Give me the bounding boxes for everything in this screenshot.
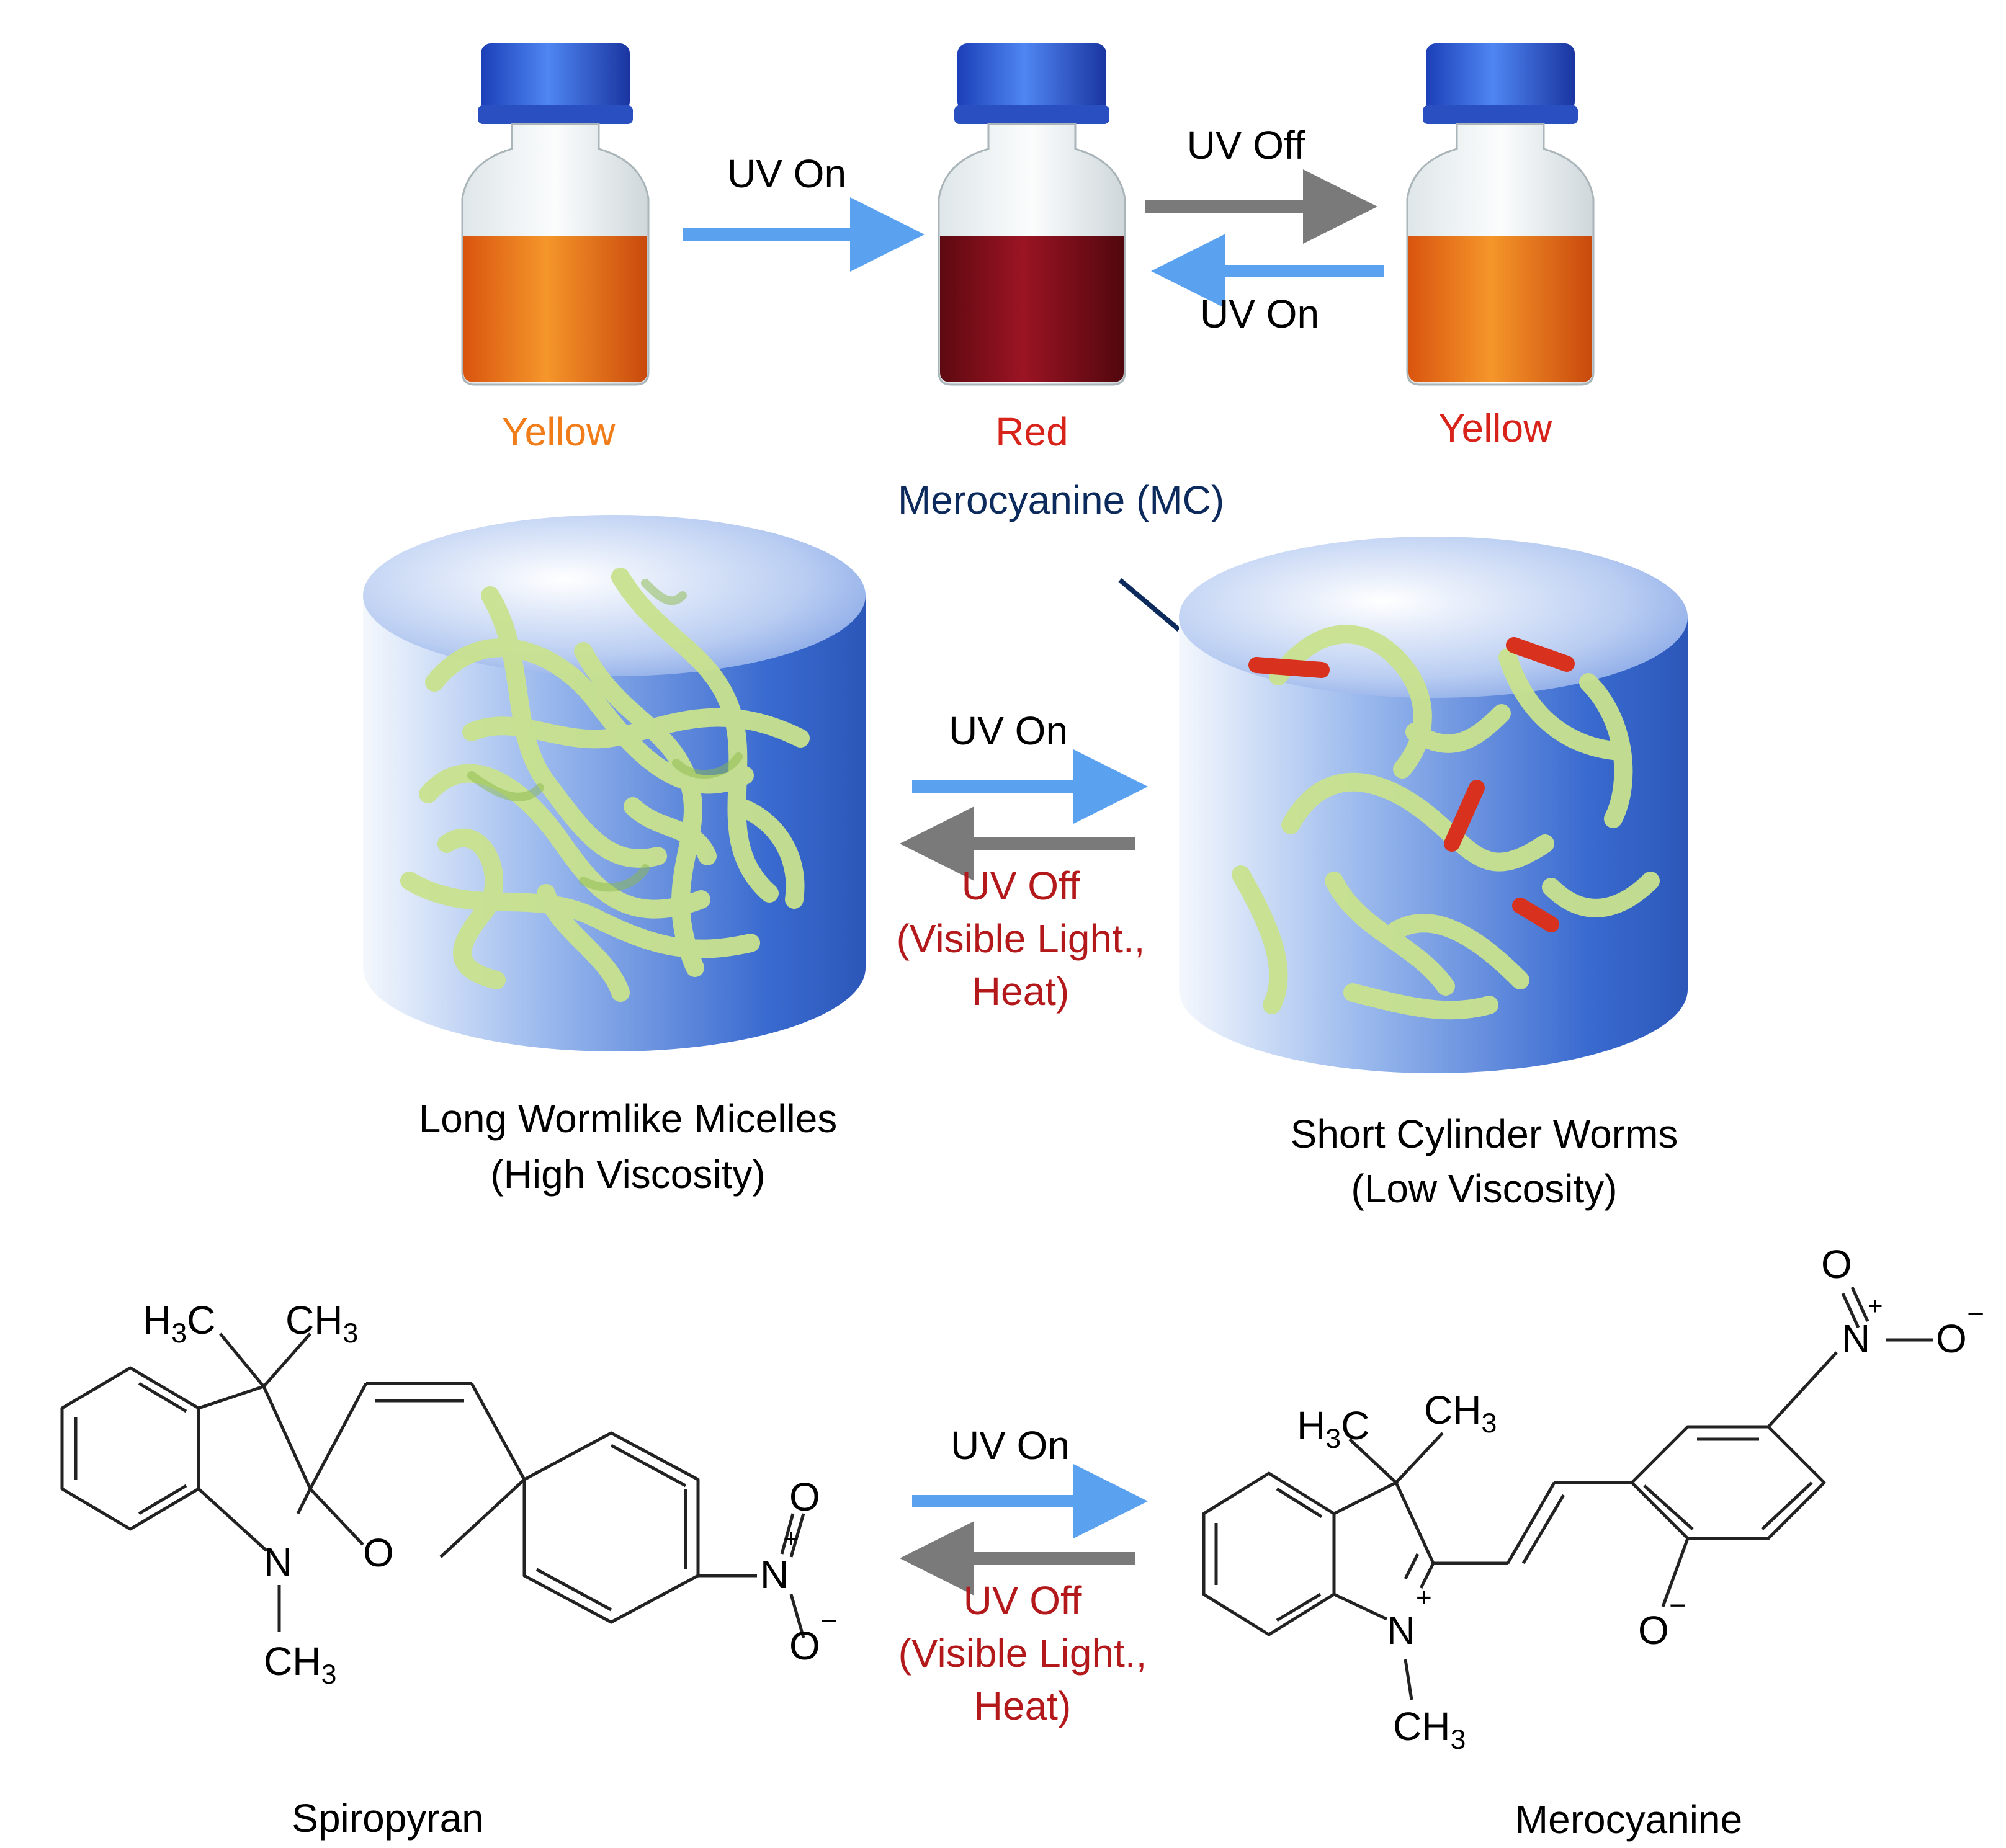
mc-rods bbox=[1248, 637, 1575, 932]
sp-ring-oxygen: O bbox=[363, 1530, 394, 1575]
label-merocyanine-mc: Merocyanine (MC) bbox=[897, 478, 1225, 522]
mc-n-methyl: CH3 bbox=[1393, 1704, 1466, 1755]
sp-methyl-left: H3C bbox=[143, 1298, 216, 1349]
vial-yellow-left bbox=[461, 43, 650, 386]
mc-methyl-right: CH3 bbox=[1424, 1388, 1497, 1439]
vial-cap bbox=[1426, 43, 1575, 112]
caption-short-cylinder-worms: Short Cylinder Worms bbox=[1290, 1112, 1678, 1156]
label-middle-heat: Heat) bbox=[972, 969, 1070, 1014]
label-middle-uv-on: UV On bbox=[948, 708, 1068, 753]
mc-n-atom: N bbox=[1387, 1608, 1416, 1653]
vial-red-middle bbox=[938, 43, 1126, 386]
mc-nitro-o-right: O bbox=[1936, 1316, 1967, 1361]
sp-nitro-minus: − bbox=[820, 1605, 838, 1638]
caption-long-wormlike-micelles: Long Wormlike Micelles bbox=[418, 1096, 838, 1141]
vial-cap bbox=[481, 43, 630, 112]
cylinder-left bbox=[363, 515, 866, 1051]
label-merocyanine: Merocyanine bbox=[1515, 1797, 1743, 1842]
sp-nitro-o-top: O bbox=[789, 1475, 820, 1519]
label-vial-red: Red bbox=[995, 409, 1068, 454]
mc-phenolate-minus: − bbox=[1669, 1589, 1687, 1622]
label-vial-yellow-left: Yellow bbox=[501, 409, 616, 454]
sp-nitro-o-bottom: O bbox=[789, 1623, 820, 1668]
worm-network-short bbox=[1232, 625, 1660, 1020]
vial-liquid bbox=[940, 236, 1124, 382]
mc-nitro-minus: − bbox=[1967, 1298, 1985, 1331]
mc-nitro-o-top: O bbox=[1821, 1242, 1852, 1287]
vial-cap-ring bbox=[478, 105, 633, 124]
cylinder-right bbox=[1179, 537, 1688, 1073]
sp-nitro-n: N bbox=[760, 1552, 789, 1597]
spiropyran-structure bbox=[60, 1332, 805, 1638]
vial-cap-ring bbox=[954, 105, 1109, 124]
mc-nitro-plus: + bbox=[1868, 1291, 1883, 1320]
label-vial-arrow-uv-on: UV On bbox=[727, 151, 847, 196]
label-vial-yellow-right: Yellow bbox=[1438, 406, 1552, 450]
mc-nitro-n: N bbox=[1842, 1316, 1871, 1361]
mc-n-plus: + bbox=[1416, 1582, 1432, 1613]
label-bottom-uv-off: UV Off bbox=[963, 1578, 1082, 1623]
label-middle-uv-off: UV Off bbox=[961, 864, 1080, 908]
vial-liquid bbox=[1408, 236, 1592, 382]
label-bottom-visible-light: (Visible Light., bbox=[898, 1631, 1147, 1676]
label-middle-visible-light: (Visible Light., bbox=[896, 916, 1145, 961]
cylinder-top bbox=[363, 515, 866, 676]
label-bottom-uv-on: UV On bbox=[950, 1423, 1070, 1468]
sp-n-methyl: CH3 bbox=[264, 1639, 337, 1690]
caption-high-viscosity: (High Viscosity) bbox=[490, 1152, 766, 1197]
sp-nitro-plus: + bbox=[784, 1524, 799, 1553]
label-bottom-heat: Heat) bbox=[974, 1684, 1072, 1728]
cylinder-top bbox=[1179, 537, 1688, 698]
worm-network-long bbox=[400, 568, 810, 1002]
worm-network-shade bbox=[467, 579, 743, 892]
label-vial-arrow-uv-off: UV Off bbox=[1186, 123, 1305, 167]
mc-methyl-left: H3C bbox=[1297, 1403, 1370, 1454]
vial-yellow-right bbox=[1406, 43, 1595, 386]
label-vial-arrow-uv-on-reverse: UV On bbox=[1199, 292, 1320, 336]
mc-pointer-line bbox=[1118, 578, 1181, 632]
vial-cap bbox=[957, 43, 1106, 112]
label-spiropyran: Spiropyran bbox=[292, 1796, 484, 1841]
vial-liquid bbox=[463, 236, 647, 382]
caption-low-viscosity: (Low Viscosity) bbox=[1351, 1166, 1618, 1211]
vial-cap-ring bbox=[1423, 105, 1578, 124]
merocyanine-structure bbox=[1202, 1286, 1933, 1700]
mc-phenolate-o: O bbox=[1638, 1608, 1669, 1653]
sp-n-atom: N bbox=[264, 1540, 293, 1584]
sp-methyl-right: CH3 bbox=[285, 1298, 359, 1349]
